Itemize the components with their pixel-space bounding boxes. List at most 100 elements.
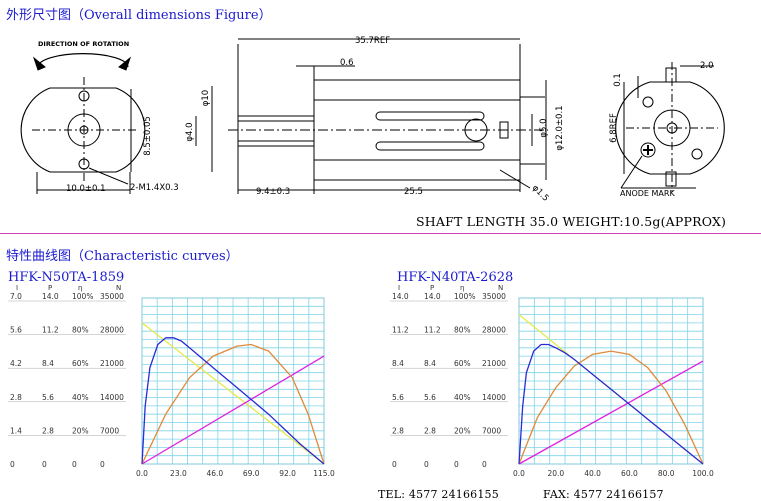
y-tick-label: 35000: [100, 292, 124, 301]
column-head: N: [498, 284, 503, 292]
y-tick-label: 4.2: [10, 359, 22, 368]
left-end-outline: [20, 87, 146, 173]
x-tick-label: 115.0: [313, 469, 335, 478]
y-tick-label: 35000: [482, 292, 506, 301]
y-tick-label: 100%: [454, 292, 475, 301]
y-tick-label: 14.0: [392, 292, 409, 301]
rotation-arrow-left-icon: [32, 56, 46, 71]
y-tick-label: 5.6: [42, 393, 54, 402]
x-tick-label: 80.0: [658, 469, 675, 478]
y-tick-label: 2.8: [392, 426, 404, 435]
dim-terminal-2: 2.0: [700, 61, 714, 71]
dim-height: 8.5±0.05: [143, 116, 153, 156]
y-tick-label: 80%: [454, 326, 471, 335]
column-head: η: [460, 284, 464, 292]
footer-tel: TEL: 4577 24166155: [378, 488, 499, 501]
y-tick-label: 28000: [482, 326, 506, 335]
dimensions-title: 外形尺寸图（Overall dimensions Figure）: [6, 8, 272, 23]
y-tick-label: 0: [10, 460, 15, 469]
rotation-arc: [37, 53, 129, 68]
x-tick-label: 60.0: [621, 469, 638, 478]
y-tick-label: 5.6: [392, 393, 404, 402]
series-line: [518, 350, 704, 465]
y-tick-label: 2.8: [424, 426, 436, 435]
dim-screw: 2-M1.4X0.3: [130, 183, 179, 193]
y-tick-label: 14.0: [424, 292, 441, 301]
y-tick-label: 2.8: [10, 393, 22, 402]
dim-diameter-15: φ1.5: [530, 183, 551, 204]
spec-line: SHAFT LENGTH 35.0 WEIGHT:10.5g(APPROX): [416, 214, 727, 229]
right-end-outline: [615, 81, 725, 175]
y-tick-label: 0: [72, 460, 77, 469]
left-model-title: HFK-N50TA-1859: [8, 270, 125, 285]
x-tick-label: 69.0: [243, 469, 260, 478]
footer-fax: FAX: 4577 24166157: [543, 488, 664, 501]
series-line: [518, 360, 704, 465]
y-tick-label: 0: [100, 460, 105, 469]
y-tick-label: 7000: [482, 426, 501, 435]
dim-diameter-4: φ4.0: [185, 122, 195, 141]
column-head: I: [16, 284, 18, 292]
y-tick-label: 11.2: [392, 326, 409, 335]
dim-width: 10.0±0.1: [66, 184, 106, 194]
series-line: [141, 355, 325, 465]
y-tick-label: 21000: [482, 359, 506, 368]
y-tick-label: 14000: [100, 393, 124, 402]
column-head: P: [48, 284, 52, 292]
anode-mark-icon: [640, 142, 656, 158]
series-line: [141, 337, 325, 465]
dim-overall: 35.7REF: [355, 36, 390, 46]
series-line: [141, 343, 325, 465]
y-tick-label: 2.8: [42, 426, 54, 435]
anode-mark-label: ANODE MARK: [620, 189, 675, 198]
x-tick-label: 100.0: [692, 469, 714, 478]
dim-body-length: 25.5: [404, 187, 423, 197]
y-tick-label: 11.2: [424, 326, 441, 335]
dim-diameter-5: φ5.0: [539, 118, 549, 137]
y-tick-label: 1.4: [10, 426, 22, 435]
y-tick-label: 40%: [72, 393, 89, 402]
terminal-top: [665, 67, 677, 83]
y-tick-label: 14000: [482, 393, 506, 402]
y-tick-label: 40%: [454, 393, 471, 402]
plot-frame: [141, 297, 325, 465]
series-line: [518, 343, 704, 465]
y-tick-label: 7.0: [10, 292, 22, 301]
x-tick-label: 46.0: [206, 469, 223, 478]
y-tick-label: 0: [424, 460, 429, 469]
y-tick-label: 80%: [72, 326, 89, 335]
y-tick-label: 0: [482, 460, 487, 469]
dim-diameter-10: φ10: [201, 90, 211, 106]
x-tick-label: 20.0: [547, 469, 564, 478]
dim-shaft-length: 9.4±0.3: [256, 187, 290, 197]
y-tick-label: 8.4: [392, 359, 404, 368]
y-tick-label: 8.4: [424, 359, 436, 368]
plot-frame: [518, 297, 704, 465]
y-tick-label: 20%: [72, 426, 89, 435]
dim-ref-68: 6.8REF: [609, 113, 619, 143]
x-tick-label: 40.0: [584, 469, 601, 478]
x-tick-label: 0.0: [136, 469, 148, 478]
y-tick-label: 11.2: [42, 326, 59, 335]
dimension-drawing: DIRECTION OF ROTATION 10.0±0.1 8.5±0.05 …: [20, 36, 725, 204]
y-tick-label: 21000: [100, 359, 124, 368]
dim-terminal-01: 0.1: [613, 73, 623, 87]
y-tick-label: 60%: [454, 359, 471, 368]
rotation-arrow-right-icon: [118, 56, 132, 71]
curves-title: 特性曲线图（Characteristic curves）: [6, 249, 239, 264]
column-head: η: [78, 284, 82, 292]
x-tick-label: 92.0: [279, 469, 296, 478]
column-head: N: [116, 284, 121, 292]
dim-shaft-offset: 0.6: [340, 58, 354, 68]
terminal-bottom: [665, 171, 677, 187]
y-tick-label: 0: [392, 460, 397, 469]
y-tick-label: 20%: [454, 426, 471, 435]
y-tick-label: 60%: [72, 359, 89, 368]
direction-label: DIRECTION OF ROTATION: [38, 40, 129, 48]
y-tick-label: 0: [454, 460, 459, 469]
y-tick-label: 14.0: [42, 292, 59, 301]
dim-diameter-12: φ12.0±0.1: [555, 105, 565, 150]
column-head: P: [430, 284, 434, 292]
